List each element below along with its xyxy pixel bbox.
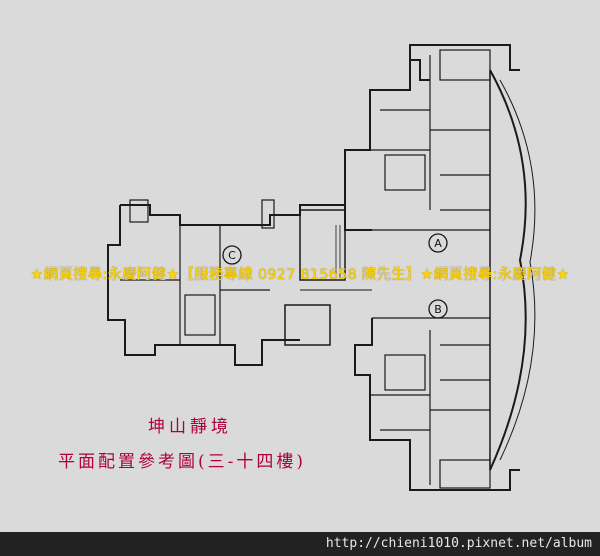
footer-url[interactable]: http://chieni1010.pixnet.net/album [325, 536, 592, 551]
footer-bar: http://chieni1010.pixnet.net/album [0, 532, 600, 556]
unit-b-marker [428, 299, 448, 319]
building-name: 坤山靜境 [148, 417, 232, 437]
unit-a-label: A [434, 237, 442, 250]
unit-a-marker [428, 233, 448, 253]
floor-plan-drawing: A B C [107, 44, 536, 491]
unit-b-label: B [434, 303, 442, 316]
plan-title: 平面配置參考圖(三-十四樓) [58, 452, 307, 472]
unit-c-label: C [228, 249, 236, 262]
unit-c-marker [222, 245, 242, 265]
watermark-text: ★網頁搜尋:永慶阿健★【服務專線 0927 815658 陳先生】★網頁搜尋:永… [30, 267, 570, 283]
